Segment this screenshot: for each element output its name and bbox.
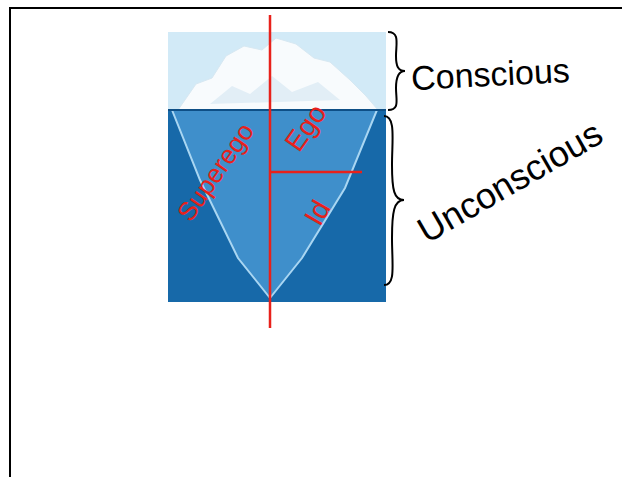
part-label: Ego — [280, 100, 332, 157]
sky — [168, 32, 386, 111]
level-label: Unconscious — [412, 115, 608, 249]
iceberg-top — [178, 38, 378, 110]
frame-line — [10, 8, 622, 477]
water — [168, 110, 386, 302]
iceberg-underwater — [172, 110, 377, 298]
waterline — [168, 109, 386, 111]
iceberg-shade — [210, 76, 340, 104]
part-label: Superego — [172, 118, 258, 225]
brace — [388, 32, 405, 110]
divider-line — [270, 171, 362, 174]
level-label: Conscious — [410, 53, 570, 95]
brace — [384, 116, 404, 285]
part-label: Id — [300, 196, 336, 230]
